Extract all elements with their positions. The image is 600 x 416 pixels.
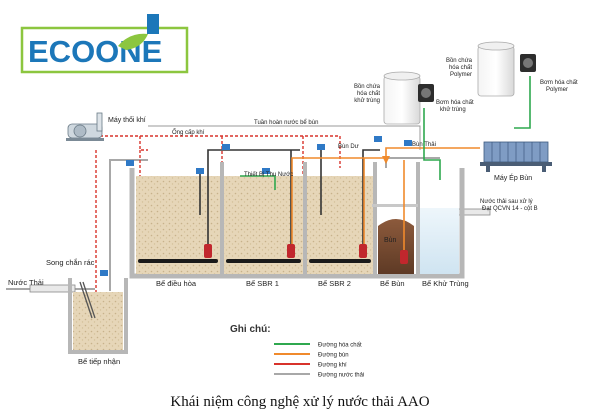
blower-label: Máy thổi khí <box>108 116 146 124</box>
sludge-lines <box>291 147 480 250</box>
polymer-tank-label-1: Bồn chứa <box>446 58 473 64</box>
sludge-mud-label: Bùn <box>384 237 397 244</box>
main-tank-block <box>129 162 465 279</box>
partition-1 <box>220 162 224 276</box>
legend-title: Ghi chú: <box>230 324 271 335</box>
disinfection-tank-fill <box>419 208 459 274</box>
legend-label: Đường hóa chất <box>318 343 362 349</box>
disinfect-tank-label-1: Bồn chứa <box>354 84 381 90</box>
tank-outer-wall <box>129 168 465 279</box>
partition-3 <box>373 162 377 276</box>
outlet-label-2: Đạt QCVN 14 - cột B <box>482 206 538 212</box>
pump-equalization <box>204 244 212 258</box>
legend-label: Đường bùn <box>318 353 349 359</box>
polymer-tank-label-2: hóa chất <box>449 65 472 71</box>
partition-2 <box>303 162 307 276</box>
sludge-mud <box>378 219 414 274</box>
pump-sbr2 <box>359 244 367 258</box>
leaf-icon <box>118 33 148 50</box>
polymer-pump-label-2: Polymer <box>546 87 568 93</box>
air-diffusers <box>138 259 371 263</box>
receiving-tank-fill <box>73 292 123 350</box>
disinfect-pump-label-1: Bơm hóa chất <box>436 100 474 106</box>
air-pipe-label: Ống cấp khí <box>172 129 205 136</box>
chemical-lines <box>240 76 531 190</box>
logo-frame <box>20 26 189 74</box>
collector-label: Thiết Bị Thu Nước <box>244 172 293 178</box>
valve-5 <box>374 136 382 142</box>
logo-one-mark <box>147 14 159 34</box>
filter-press <box>480 141 552 172</box>
disinfection-tank-label: Bể Khử Trùng <box>422 279 469 288</box>
sludge-tank-label: Bể Bùn <box>380 279 405 288</box>
bar-screen <box>79 281 93 319</box>
polymer-pump <box>520 54 536 72</box>
polymer-pump-label-1: Bơm hóa chất <box>540 80 578 86</box>
outlet-label-1: Nước thải sau xử lý <box>480 198 533 205</box>
pump-sludge <box>400 250 408 264</box>
disinfect-tank-label-2: hóa chất <box>357 91 380 97</box>
legend-label: Đường khí <box>318 363 347 369</box>
sludge-discharge-label: Bùn Thải <box>412 142 436 148</box>
valve-4 <box>317 144 325 150</box>
ecoone-logo: ECOONE <box>20 14 189 74</box>
disinfectant-tank <box>383 71 421 125</box>
valve-6 <box>404 140 412 146</box>
recirculation-label: Tuần hoàn nước bể bùn <box>254 119 318 126</box>
screen-label: Song chắn rác <box>46 258 95 267</box>
sludge-arrow <box>382 156 390 164</box>
sbr1-tank-label: Bể SBR 1 <box>246 279 279 288</box>
pump-sbr1 <box>287 244 295 258</box>
wastewater-in-label: Nước Thải <box>8 278 44 287</box>
recirculation-line <box>148 125 421 150</box>
process-pipes <box>199 149 380 244</box>
valve-1 <box>196 168 204 174</box>
valves <box>100 136 412 276</box>
disinfect-tank-label-3: khử trùng <box>354 97 380 104</box>
equalization-tank-label: Bể điều hòa <box>156 279 197 288</box>
disinfect-pump-label-2: khử trùng <box>440 106 466 113</box>
valve-8 <box>100 270 108 276</box>
valve-7 <box>126 160 134 166</box>
valve-2 <box>222 144 230 150</box>
sludge-tank-baffle <box>372 204 418 207</box>
caption: Khái niệm công nghệ xử lý nước thải AAO <box>170 394 429 410</box>
partition-4 <box>416 162 420 276</box>
inlet-pipe <box>29 284 76 293</box>
air-blower <box>66 112 104 141</box>
receiving-tank <box>68 278 128 354</box>
sbr2-tank-label: Bể SBR 2 <box>318 279 351 288</box>
disinfectant-pump <box>418 84 434 102</box>
polymer-tank-label-3: Polymer <box>450 72 472 78</box>
filter-press-label: Máy Ép Bùn <box>494 173 532 182</box>
polymer-tank <box>477 41 515 97</box>
legend-label: Đường nước thải <box>318 373 364 379</box>
valve-3 <box>262 168 270 174</box>
receiving-tank-label: Bể tiếp nhận <box>78 357 120 366</box>
excess-sludge-label: Bùn Dư <box>338 144 359 150</box>
